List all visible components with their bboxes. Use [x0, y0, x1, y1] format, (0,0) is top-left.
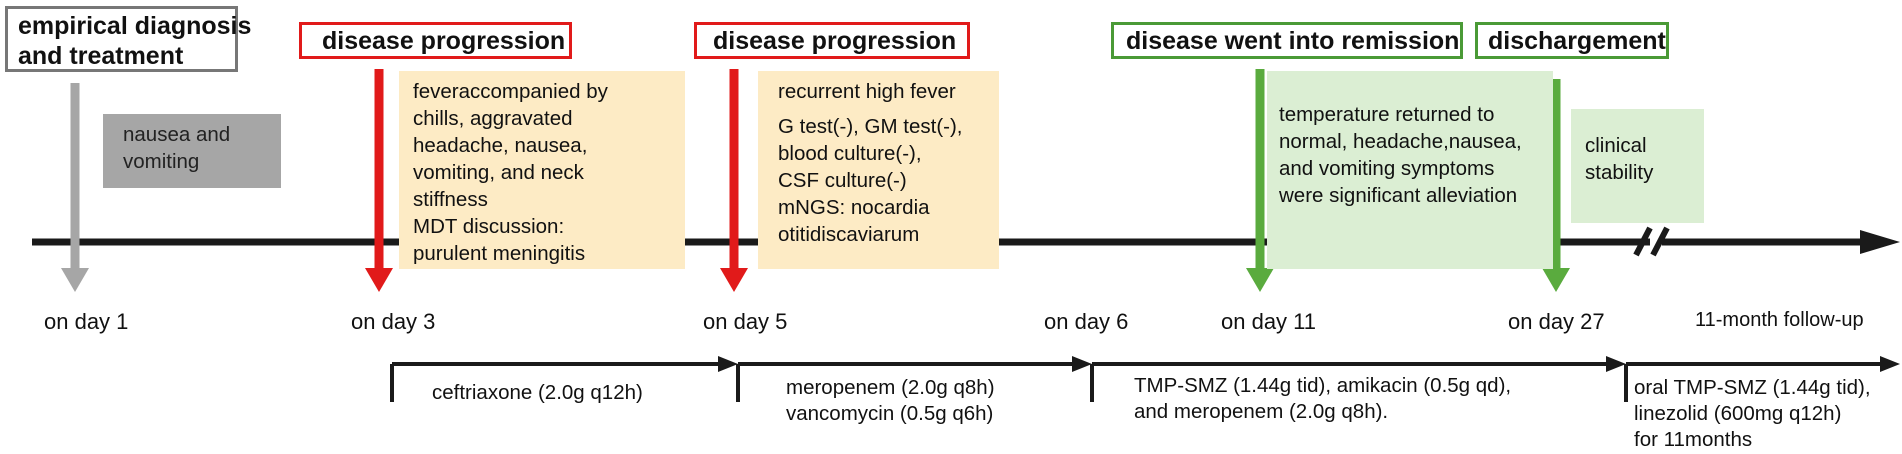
day-label-11: on day 11: [1221, 309, 1317, 334]
day-label-1: on day 1: [44, 309, 129, 334]
event-day11-line-2: normal, headache,nausea,: [1279, 130, 1522, 153]
header-progression-1: disease progression: [299, 22, 572, 59]
day-label-5: on day 5: [703, 309, 788, 334]
timeline-arrowhead: [1860, 230, 1900, 254]
event-day3-line-5: stiffness: [413, 188, 488, 211]
treatment-arrow-2: [1072, 356, 1092, 372]
treatment-text-2: meropenem (2.0g q8h) vancomycin (0.5g q6…: [786, 375, 995, 427]
event-day3-line-2: chills, aggravated: [413, 107, 573, 130]
event-box-day3: feveraccompanied by chills, aggravated h…: [399, 71, 685, 269]
header-remission: disease went into remission: [1111, 22, 1463, 59]
day11-arrow-head: [1246, 268, 1274, 292]
treatment-3-line-2: and meropenem (2.0g q8h).: [1134, 400, 1389, 423]
event-day5-line-2: G test(-), GM test(-),: [778, 115, 963, 138]
event-day1-line-2: vomiting: [123, 150, 200, 173]
day5-arrow-head: [720, 268, 748, 292]
followup-label: 11-month follow-up: [1695, 309, 1864, 331]
event-day3-line-4: vomiting, and neck: [413, 161, 584, 184]
event-day5-line-6: otitidiscaviarum: [778, 223, 920, 246]
event-box-day5: recurrent high fever G test(-), GM test(…: [758, 71, 999, 269]
treatment-text-1: ceftriaxone (2.0g q12h): [432, 380, 643, 406]
day1-arrow-head: [61, 268, 89, 292]
event-day27-line-2: stability: [1585, 161, 1654, 184]
timeline-break-mark-1: [1633, 226, 1653, 257]
event-day3-line-1: feveraccompanied by: [413, 80, 608, 103]
day27-arrow-head: [1542, 268, 1570, 292]
day3-arrow-head: [365, 268, 393, 292]
event-day5-line-1: recurrent high fever: [778, 80, 956, 103]
treatment-arrow-4: [1880, 356, 1900, 372]
treatment-text-4: oral TMP-SMZ (1.44g tid), linezolid (600…: [1634, 375, 1871, 453]
day-label-6: on day 6: [1044, 309, 1129, 334]
treatment-1-line-1: ceftriaxone (2.0g q12h): [432, 381, 643, 404]
header-progression-2: disease progression: [694, 22, 970, 59]
treatment-4-line-3: for 11months: [1634, 428, 1753, 451]
event-day3-line-7: purulent meningitis: [413, 242, 586, 265]
treatment-2-line-2: vancomycin (0.5g q6h): [786, 402, 994, 425]
event-day5-line-5: mNGS: nocardia: [778, 196, 930, 219]
day-label-27: on day 27: [1508, 309, 1605, 334]
treatment-4-line-1: oral TMP-SMZ (1.44g tid),: [1634, 376, 1871, 399]
treatment-arrow-1: [718, 356, 738, 372]
treatment-3-line-1: TMP-SMZ (1.44g tid), amikacin (0.5g qd),: [1134, 374, 1512, 397]
treatment-2-line-1: meropenem (2.0g q8h): [786, 376, 995, 399]
day-label-3: on day 3: [351, 309, 436, 334]
header-empirical-line-1: empirical diagnosis: [18, 12, 252, 40]
event-day11-line-3: and vomiting symptoms: [1279, 157, 1495, 180]
treatment-arrow-3: [1606, 356, 1626, 372]
event-box-day11: temperature returned to normal, headache…: [1267, 71, 1553, 269]
timeline-break-mark-2: [1650, 226, 1670, 257]
event-day3-line-3: headache, nausea,: [413, 134, 588, 157]
event-day1-line-1: nausea and: [123, 123, 231, 146]
treatment-text-3: TMP-SMZ (1.44g tid), amikacin (0.5g qd),…: [1134, 373, 1511, 425]
event-day3-line-6: MDT discussion:: [413, 215, 565, 238]
event-day5-line-3: blood culture(-),: [778, 142, 922, 165]
event-day11-line-4: were significant alleviation: [1279, 184, 1518, 207]
header-empirical-line-2: and treatment: [18, 42, 184, 70]
header-empirical: empirical diagnosis and treatment: [5, 6, 252, 72]
event-day11-line-1: temperature returned to: [1279, 103, 1495, 126]
event-day27-line-1: clinical: [1585, 134, 1647, 157]
treatment-4-line-2: linezolid (600mg q12h): [1634, 402, 1842, 425]
event-day5-line-4: CSF culture(-): [778, 169, 907, 192]
event-box-day1: nausea and vomiting: [103, 114, 281, 188]
header-discharge: dischargement: [1475, 22, 1669, 59]
event-box-day27: clinical stability: [1571, 109, 1704, 223]
